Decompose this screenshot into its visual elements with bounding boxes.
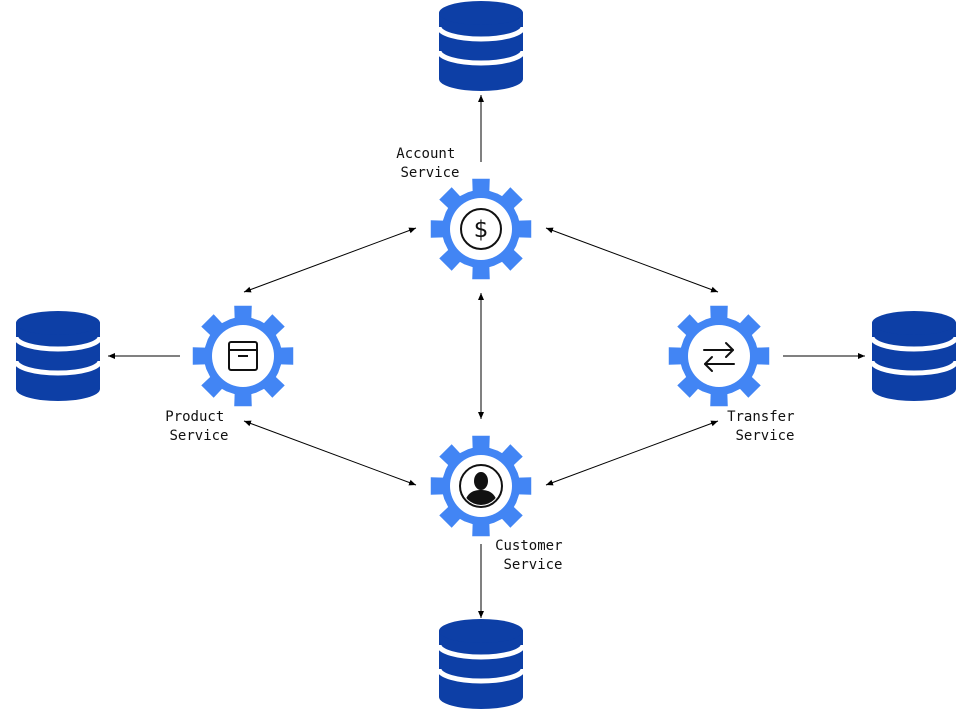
user-icon	[459, 464, 503, 508]
transfer-database-icon	[869, 311, 959, 401]
swap-arrows-icon	[703, 342, 735, 372]
service-labels: Account Service Product Service Transfer…	[165, 146, 803, 573]
customer-service-label: Customer Service	[495, 538, 571, 573]
connections	[108, 95, 865, 618]
transfer-service-gear	[668, 305, 770, 407]
services: $	[192, 178, 770, 537]
dollar-icon: $	[460, 208, 502, 250]
customer-service-gear	[430, 435, 532, 537]
edge-account-product	[243, 227, 417, 293]
account-database-icon	[436, 1, 526, 91]
edge-product-customer	[243, 420, 417, 486]
account-service-label: Account Service	[396, 146, 463, 181]
product-service-gear	[192, 305, 294, 407]
transfer-service-label: Transfer Service	[727, 409, 803, 444]
edge-account-transfer	[545, 227, 719, 293]
account-service-gear: $	[430, 178, 532, 280]
edge-transfer-customer	[545, 420, 719, 486]
svg-text:$: $	[474, 217, 489, 243]
databases	[13, 1, 959, 709]
customer-database-icon	[436, 619, 526, 709]
product-database-icon	[13, 311, 103, 401]
box-icon	[228, 341, 258, 371]
product-service-label: Product Service	[165, 409, 232, 444]
